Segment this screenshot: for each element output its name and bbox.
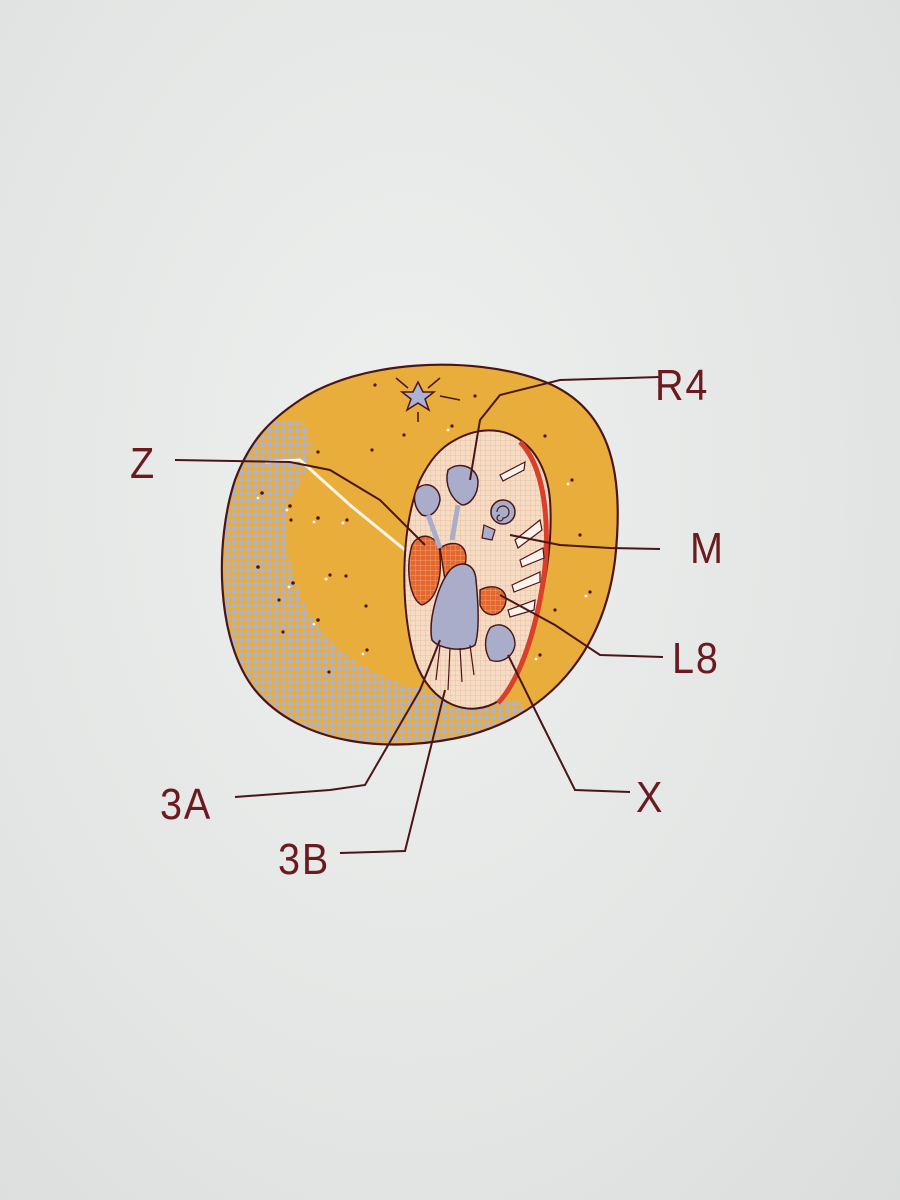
leader-m	[509, 534, 661, 550]
label-r4: R4	[655, 361, 710, 410]
leader-l8	[499, 594, 664, 658]
leader-x	[507, 654, 631, 793]
label-m: M	[690, 524, 725, 573]
label-3a: 3A	[160, 780, 213, 829]
label-z: Z	[130, 439, 157, 488]
leader-r4	[469, 376, 661, 481]
leader-z	[174, 459, 426, 546]
label-x: X	[636, 773, 665, 822]
cutaway-interior	[403, 429, 552, 710]
leader-3b	[339, 689, 446, 854]
label-l8: L8	[672, 634, 720, 683]
leader-3a	[234, 639, 441, 798]
label-3b: 3B	[278, 835, 331, 884]
spiral-shell-icon	[481, 499, 516, 541]
stem-star-icon	[395, 377, 461, 422]
leader-lines	[174, 376, 664, 854]
